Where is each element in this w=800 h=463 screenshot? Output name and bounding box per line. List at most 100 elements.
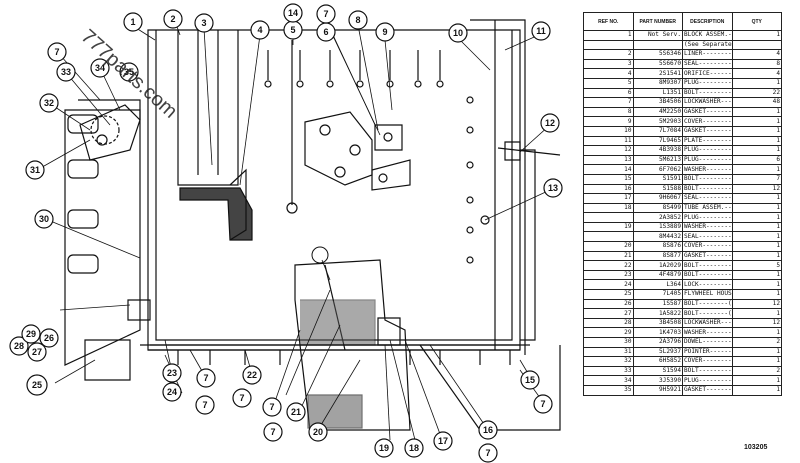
svg-text:7: 7 — [202, 400, 207, 410]
side-ports — [466, 96, 490, 264]
callout-13: 13 — [543, 178, 563, 198]
callout-18: 18 — [404, 438, 424, 458]
cell-description: ORIFICE-------------------------- — [682, 68, 733, 79]
cell-description: BOLT----------------------------- — [682, 365, 733, 377]
cell-ref — [583, 231, 634, 243]
cell-qty: 1 — [731, 202, 782, 214]
callout-23: 23 — [162, 363, 182, 383]
callout-lone-circle — [311, 246, 329, 264]
cell-ref — [583, 212, 634, 223]
engine-block-exploded-view: 1 2 3 4 5 6 7 8 9 10 11 12 13 14 15 16 1… — [9, 3, 563, 463]
cell-description: SEAL----------------------------- — [682, 58, 733, 70]
cell-qty: 1 — [731, 30, 782, 41]
cell-description: LOCK----------------------------- — [682, 279, 733, 291]
cell-qty: 7 — [731, 173, 782, 185]
callout-2: 2 — [163, 9, 183, 29]
callout-11: 11 — [531, 21, 551, 41]
cell-ref: 16 — [583, 183, 634, 195]
cell-description: PLUG----------------------------- — [682, 212, 733, 223]
table-row: 146F7062WASHER--------------------------… — [583, 164, 782, 175]
callout-33: 33 — [56, 62, 76, 82]
cell-qty: 6 — [731, 154, 782, 166]
cell-qty: 1 — [731, 145, 782, 156]
cell-description: COVER---------------------------- — [682, 241, 733, 252]
cell-qty: 4 — [731, 68, 782, 79]
cell-part-number: 6F7062 — [632, 164, 683, 175]
table-row: 33S1594BOLT-----------------------------… — [583, 365, 782, 377]
cell-qty: 12 — [731, 298, 782, 310]
svg-text:4: 4 — [257, 25, 262, 35]
document-id: 103205 — [744, 444, 768, 451]
table-row: 179H6067SEAL----------------------------… — [583, 193, 782, 204]
svg-text:22: 22 — [247, 370, 257, 380]
cell-qty: 2 — [731, 365, 782, 377]
cell-description: BOLT----------------------------- — [682, 183, 733, 195]
svg-text:7: 7 — [485, 448, 490, 458]
table-row: 117L9465PLATE---------------------------… — [583, 135, 782, 147]
cell-description: LINER---------------------------- — [682, 49, 733, 60]
cell-part-number: Not Serv. — [632, 30, 683, 41]
cell-description: BLOCK ASSEM.-------------------- — [682, 30, 733, 41]
cell-ref: 15 — [583, 173, 634, 185]
cell-qty: 1 — [731, 77, 782, 89]
cell-part-number: 8S499 — [632, 202, 683, 214]
callout-19: 19 — [374, 438, 394, 458]
svg-text:18: 18 — [409, 443, 419, 453]
callout-34: 34 — [90, 58, 110, 78]
cell-description: GASKET--------------------------- — [682, 106, 733, 118]
table-row: 315L2937POINTER-------------------------… — [583, 346, 782, 358]
cell-description: PLUG----------------------------- — [682, 154, 733, 166]
header-ref: REF NO. — [583, 12, 634, 31]
svg-text:9: 9 — [382, 27, 387, 37]
svg-text:11: 11 — [536, 26, 546, 36]
svg-text:15: 15 — [525, 375, 535, 385]
svg-text:23: 23 — [167, 368, 177, 378]
cell-ref: 5 — [583, 77, 634, 89]
cell-ref: 14 — [583, 164, 634, 175]
callout-25: 25 — [26, 374, 48, 396]
cell-description: WASHER--------------------------- — [682, 327, 733, 338]
cell-part-number: 5L2937 — [632, 346, 683, 358]
cell-part-number: 2A3796 — [632, 337, 683, 348]
callout-14: 14 — [283, 3, 303, 23]
callout-7-e: 7 — [262, 397, 282, 417]
cell-description: BOLT----------------------------- — [682, 173, 733, 185]
side-cover — [304, 111, 411, 191]
table-row: 283B4508LOCKWASHER----------------------… — [583, 317, 782, 329]
callout-6: 6 — [316, 22, 336, 42]
callout-labels: 1 2 3 4 5 6 7 8 9 10 11 12 13 14 15 16 1… — [9, 3, 563, 463]
flywheel-housing — [64, 99, 151, 381]
callout-7-g: 7 — [533, 394, 553, 414]
table-row: 234F4879BOLT----------------------------… — [583, 269, 782, 281]
svg-text:35: 35 — [124, 67, 134, 77]
table-row: 302A3796DOWEL---------------------------… — [583, 337, 782, 348]
watermark-text: 777parts.com — [77, 25, 182, 122]
cell-description: SEAL----------------------------- — [682, 231, 733, 243]
cell-ref: 28 — [583, 317, 634, 329]
callout-29: 29 — [21, 324, 41, 344]
cell-qty — [731, 39, 782, 51]
cell-part-number: L364 — [632, 279, 683, 291]
cell-part-number: 8S877 — [632, 250, 683, 262]
table-row: 15S1591BOLT-----------------------------… — [583, 173, 782, 185]
cell-part-number: 4M2250 — [632, 106, 683, 118]
cell-description: LOCKWASHER----------------------- — [682, 97, 733, 108]
cell-ref: 4 — [583, 68, 634, 79]
cell-ref: 23 — [583, 269, 634, 281]
cell-description: BOLT----------------------------- — [682, 269, 733, 281]
table-row: 6L1351BOLT-----------------------------2… — [583, 87, 782, 99]
svg-text:31: 31 — [30, 165, 40, 175]
top-ports — [264, 50, 444, 88]
callout-22: 22 — [242, 365, 262, 385]
cell-part-number: 3B4506 — [632, 97, 683, 108]
cell-part-number — [632, 39, 683, 51]
svg-text:1: 1 — [130, 17, 135, 27]
cell-ref: 34 — [583, 375, 634, 386]
cell-ref: 33 — [583, 365, 634, 377]
cell-part-number: 5S6346 — [632, 49, 683, 60]
cell-ref: 25 — [583, 289, 634, 300]
